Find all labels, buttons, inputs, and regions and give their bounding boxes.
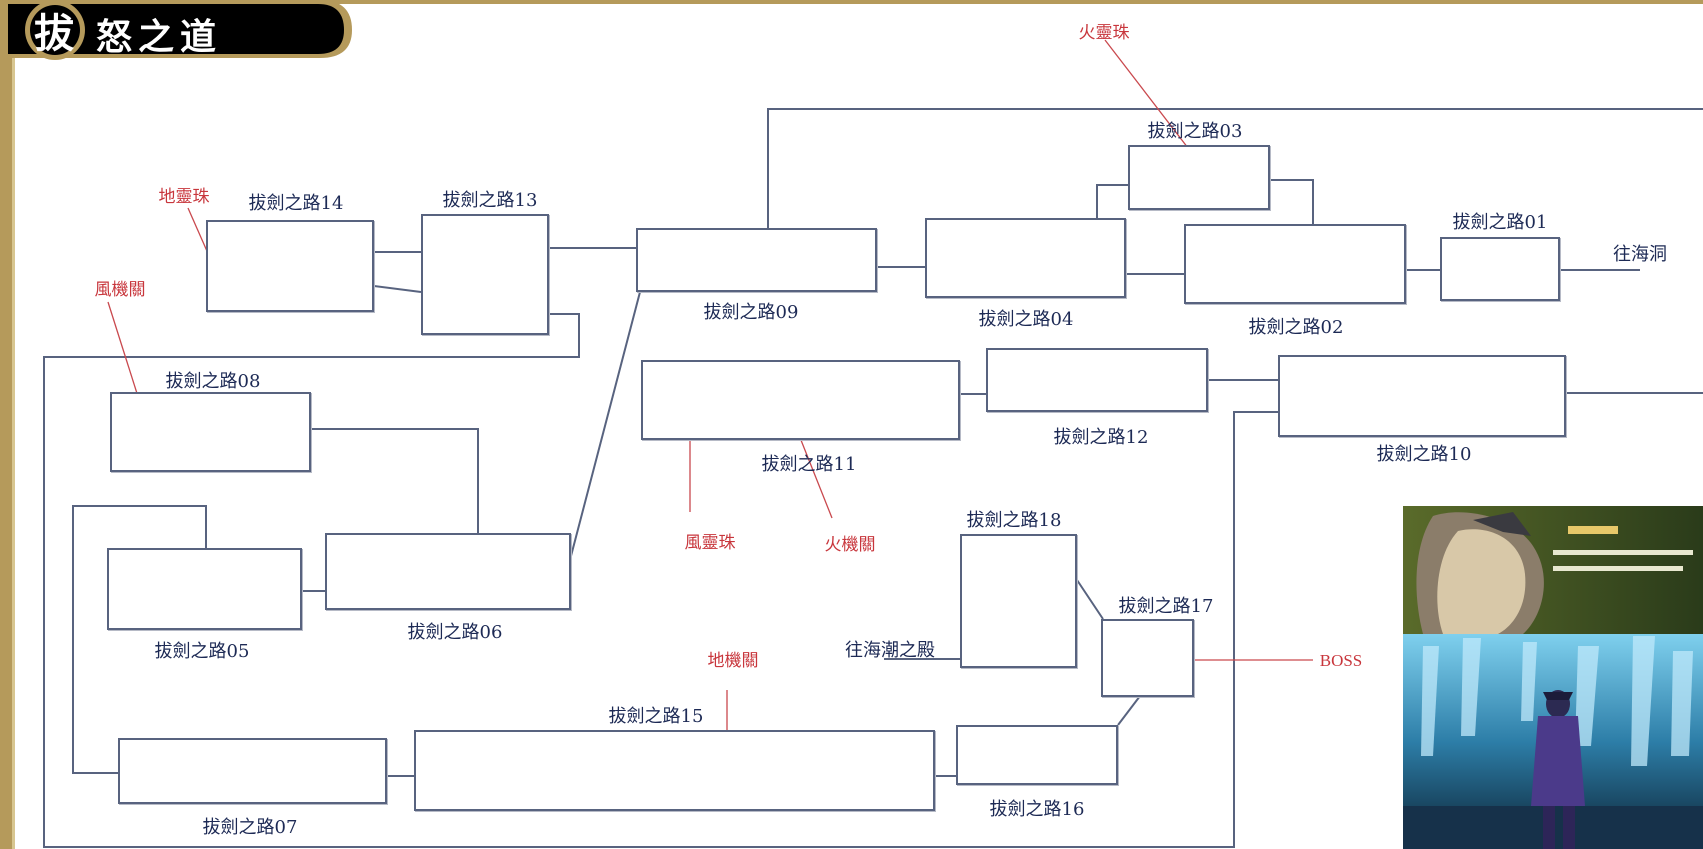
title-badge: 拔 (34, 11, 74, 57)
node-04-box (925, 218, 1126, 298)
node-04-label: 拔劍之路04 (978, 309, 1074, 330)
node-06-box (325, 533, 571, 610)
node-13-box (421, 214, 549, 335)
annotation-wind-trap: 風機關 (94, 280, 146, 300)
node-03-box (1128, 145, 1270, 210)
annotation-fire-orb: 火靈珠 (1078, 23, 1130, 43)
node-18-box (960, 534, 1077, 668)
node-17-box (1101, 619, 1194, 697)
node-09-box (636, 228, 877, 292)
exit-to-palace-label: 往海潮之殿 (845, 640, 935, 661)
node-06-label: 拔劍之路06 (407, 622, 503, 643)
node-05-label: 拔劍之路05 (154, 641, 250, 662)
annotation-earth-orb: 地靈珠 (158, 187, 210, 207)
node-08-box (110, 392, 311, 472)
node-11-label: 拔劍之路11 (761, 454, 857, 475)
node-15-label: 拔劍之路15 (608, 706, 704, 727)
node-11-box (641, 360, 960, 440)
node-01-label: 拔劍之路01 (1452, 212, 1548, 233)
node-08-label: 拔劍之路08 (165, 371, 261, 392)
node-16-box (956, 725, 1118, 785)
node-12-box (986, 348, 1208, 412)
game-screenshot (1403, 506, 1703, 849)
node-10-box (1278, 355, 1566, 437)
page-title: 怒之道 (96, 17, 223, 58)
node-17-label: 拔劍之路17 (1118, 596, 1214, 617)
annotation-boss: BOSS (1319, 651, 1363, 670)
annotation-earth-trap: 地機關 (707, 651, 759, 671)
node-09-label: 拔劍之路09 (703, 302, 799, 323)
node-14-box (206, 220, 374, 312)
node-01-box (1440, 237, 1560, 301)
node-07-box (118, 738, 387, 804)
node-05-box (107, 548, 302, 630)
connector-lines (43, 108, 1703, 848)
node-13-label: 拔劍之路13 (442, 190, 538, 211)
page-title-banner: 拔 怒之道 (0, 0, 360, 60)
node-02-label: 拔劍之路02 (1248, 317, 1344, 338)
node-16-label: 拔劍之路16 (989, 799, 1085, 820)
annotation-fire-trap: 火機關 (824, 535, 876, 555)
node-03-label: 拔劍之路03 (1147, 121, 1243, 142)
node-02-box (1184, 224, 1406, 304)
node-14-label: 拔劍之路14 (248, 193, 344, 214)
node-07-label: 拔劍之路07 (202, 817, 298, 838)
node-10-label: 拔劍之路10 (1376, 444, 1472, 465)
exit-to-cave-label: 往海洞 (1613, 244, 1667, 265)
annotation-wind-orb: 風靈珠 (684, 533, 736, 553)
node-15-box (414, 730, 935, 811)
node-18-label: 拔劍之路18 (966, 510, 1062, 531)
node-12-label: 拔劍之路12 (1053, 427, 1149, 448)
